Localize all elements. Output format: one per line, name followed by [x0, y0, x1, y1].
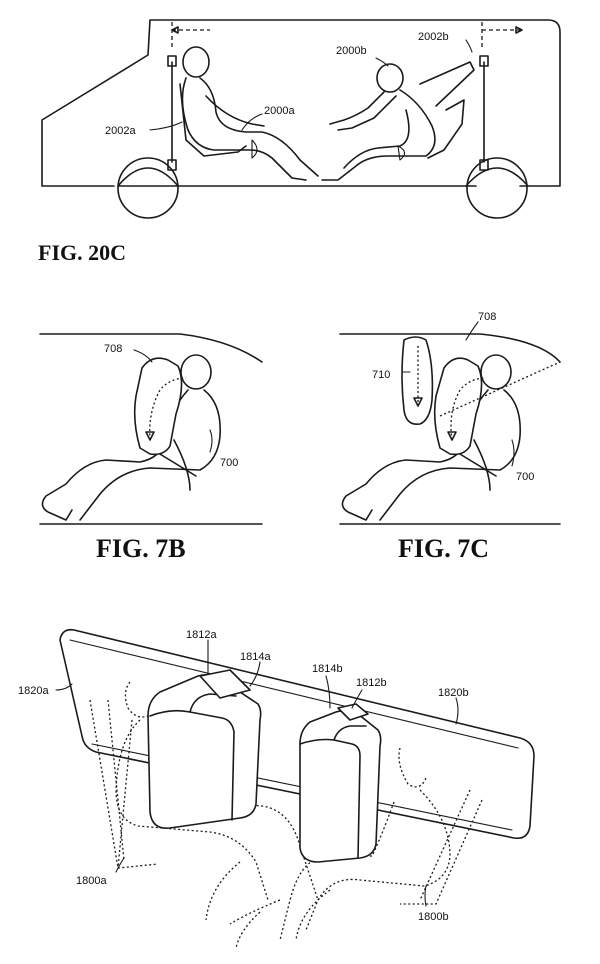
panel-1820 [59, 628, 535, 840]
label-1814b: 1814b [312, 663, 343, 675]
front-wheel [117, 157, 179, 219]
fig20c-drawing: 2002a 2000a 2000b 2002b [41, 19, 561, 219]
seat-a-travel-indicator [171, 22, 210, 48]
airbag-710-deployed [401, 336, 434, 426]
seat-b-travel-indicator [481, 22, 522, 48]
label-1812b: 1812b [356, 677, 387, 689]
mount-1814b [337, 703, 369, 721]
label-1820b: 1820b [438, 687, 469, 699]
occupant-1800b [235, 747, 483, 949]
cushion-1812a [147, 673, 262, 829]
rear-wheel [466, 157, 528, 219]
fig7b-drawing: 708 700 [39, 333, 263, 525]
label-1800a: 1800a [76, 875, 107, 887]
label-1820a: 1820a [18, 685, 49, 697]
occupant-700-fig7b [41, 354, 221, 521]
roof-line [39, 333, 263, 363]
label-2000a: 2000a [264, 105, 295, 117]
seat-a-rail [167, 55, 177, 171]
caption-fig7b: FIG. 7B [96, 534, 186, 563]
seat-b-rail [479, 55, 489, 171]
occupant-2000b [321, 61, 475, 181]
label-2002b: 2002b [418, 31, 449, 43]
label-2000b: 2000b [336, 45, 367, 57]
label-700-fig7c: 700 [516, 471, 534, 483]
caption-fig20c: FIG. 20C [38, 240, 126, 265]
label-708-fig7c: 708 [478, 311, 496, 323]
label-2002a: 2002a [105, 125, 136, 137]
label-700-fig7b: 700 [220, 457, 238, 469]
caption-fig7c: FIG. 7C [398, 534, 489, 563]
label-1800b: 1800b [418, 911, 449, 923]
roof-line [339, 333, 561, 363]
label-1812a: 1812a [186, 629, 217, 641]
label-710: 710 [372, 369, 390, 381]
mount-1814a [199, 669, 251, 699]
fig18-drawing: 1820a 1812a 1814a 1814b 1812b 1820b 1800… [18, 628, 535, 949]
occupant-2000a [179, 46, 319, 181]
label-708-fig7b: 708 [104, 343, 122, 355]
cushion-1812b [299, 709, 382, 863]
fig7c-drawing: 708 710 700 [339, 311, 561, 525]
label-1814a: 1814a [240, 651, 271, 663]
